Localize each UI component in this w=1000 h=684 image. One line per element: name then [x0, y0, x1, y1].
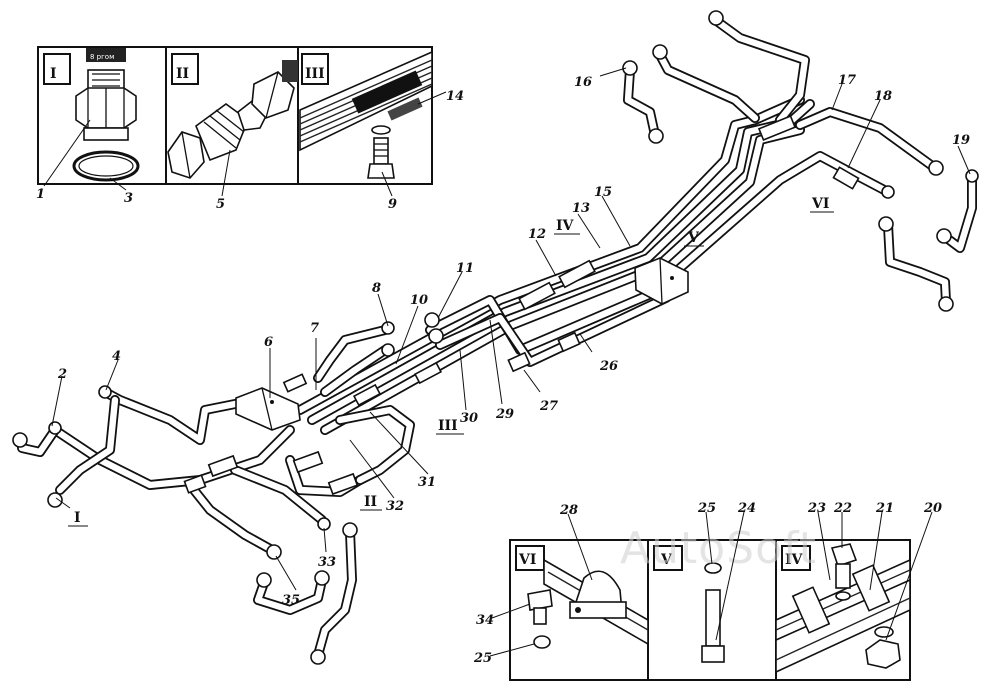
callout-21: 21	[875, 501, 894, 516]
clamps	[183, 115, 860, 496]
inset-panel-top: I 8 ргом II	[37, 46, 433, 185]
callout-2: 2	[57, 367, 67, 382]
callout-6: 6	[264, 335, 273, 350]
callout-25-top: 25	[697, 501, 716, 516]
callout-16: 16	[574, 75, 592, 90]
inset-III-bracket: III	[299, 50, 433, 179]
callout-32: 32	[386, 499, 404, 514]
inset-V-label: V	[660, 552, 673, 568]
callout-11: 11	[456, 261, 474, 276]
inset-II-union: II	[167, 53, 298, 179]
view-mark-IV: IV	[556, 218, 575, 234]
inset-panel-bottom: VI V IV	[509, 539, 911, 681]
callout-35: 35	[282, 593, 300, 608]
callout-15: 15	[594, 185, 612, 200]
inset-II-label: II	[176, 66, 189, 82]
callout-9: 9	[388, 197, 397, 212]
callout-5: 5	[216, 197, 225, 212]
callout-33: 33	[318, 555, 336, 570]
callout-22: 22	[833, 501, 852, 516]
callout-26: 26	[599, 359, 618, 374]
inset-I-label: I	[50, 66, 57, 82]
callout-7: 7	[310, 321, 319, 336]
callout-25-bottom: 25	[473, 651, 492, 666]
callout-12: 12	[528, 227, 546, 242]
inset-VI-label: VI	[518, 552, 536, 568]
view-mark-I: I	[74, 510, 81, 526]
inset-III-label: III	[305, 66, 325, 82]
block-V	[634, 257, 689, 305]
callout-10: 10	[410, 293, 428, 308]
callout-4: 4	[112, 349, 121, 364]
main-pipeline	[12, 10, 979, 665]
callout-8: 8	[372, 281, 381, 296]
inset-V-bolt: V	[653, 545, 725, 663]
callout-14: 14	[446, 89, 464, 104]
view-mark-VI: VI	[811, 196, 829, 212]
tiny-mark: 8 ргом	[90, 53, 114, 61]
view-mark-III: III	[438, 418, 458, 434]
callout-18: 18	[874, 89, 892, 104]
callout-13: 13	[572, 201, 590, 216]
callout-34: 34	[476, 613, 494, 628]
leader-lines	[43, 67, 971, 657]
inset-I-fitting: I 8 ргом	[43, 48, 140, 182]
callout-24: 24	[737, 501, 756, 516]
callout-30: 30	[460, 411, 478, 426]
watermark: AutoSoft	[620, 523, 817, 574]
inset-VI-clamp: VI	[515, 545, 649, 649]
callout-19: 19	[952, 133, 970, 148]
callout-29: 29	[495, 407, 514, 422]
block-6	[235, 387, 301, 431]
view-mark-II: II	[364, 494, 377, 510]
callout-31: 31	[418, 475, 436, 490]
inset-IV-clamp: IV	[775, 543, 911, 674]
callout-28: 28	[559, 503, 578, 518]
callout-23: 23	[807, 501, 826, 516]
callout-1: 1	[36, 187, 45, 202]
callout-3: 3	[124, 191, 133, 206]
callout-27: 27	[539, 399, 558, 414]
end-fittings	[12, 10, 979, 665]
view-mark-V: V	[687, 230, 700, 246]
callout-20: 20	[923, 501, 942, 516]
view-marks: I II III IV V VI	[68, 196, 834, 527]
callout-17: 17	[838, 73, 856, 88]
callout-labels: 1 2 3 4 5 6 7 8 9 10 11 12 13 14 15 16 1…	[36, 73, 970, 666]
inset-IV-label: IV	[785, 552, 804, 568]
